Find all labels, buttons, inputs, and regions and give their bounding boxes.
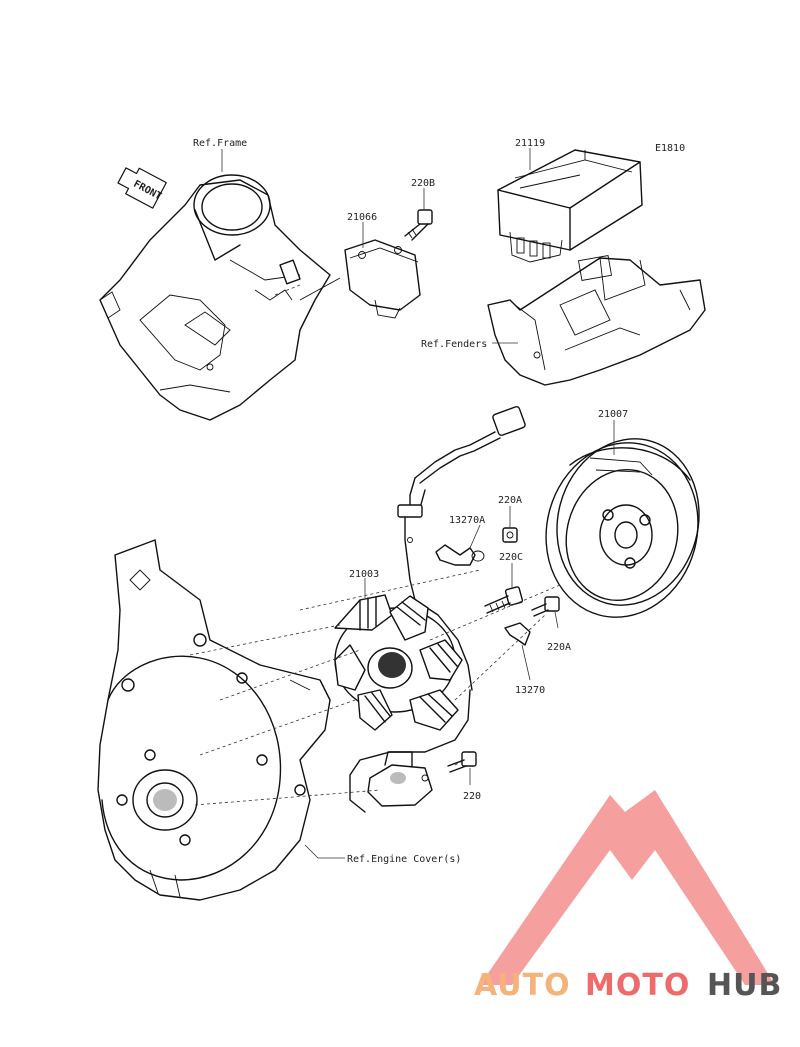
label-21066: 21066 [347, 212, 377, 223]
bolt-220a-right-drawing [531, 596, 560, 617]
label-220a-right: 220A [547, 642, 571, 653]
label-ref-frame: Ref.Frame [193, 138, 247, 149]
label-13270a: 13270A [449, 515, 485, 526]
regulator-21119-drawing [497, 149, 643, 263]
watermark-part2: MOTO [585, 968, 690, 1003]
clamp-13270-drawing [504, 622, 531, 646]
leader-lines [221, 148, 615, 859]
watermark-logo-icon [480, 790, 775, 985]
label-21003: 21003 [349, 569, 379, 580]
label-e1810: E1810 [655, 143, 685, 154]
label-220b: 220B [411, 178, 435, 189]
flywheel-21007-drawing [545, 438, 700, 618]
stator-21003-drawing [334, 594, 463, 731]
bolt-220-drawing [447, 751, 477, 773]
label-13270: 13270 [515, 685, 545, 696]
label-220: 220 [463, 791, 481, 802]
clamp-13270a-drawing [435, 544, 485, 566]
bolt-220b-drawing [404, 209, 433, 241]
label-220a-top: 220A [498, 495, 522, 506]
label-220c: 220C [499, 552, 523, 563]
label-ref-fenders: Ref.Fenders [421, 339, 487, 350]
front-arrow-icon: FRONT [117, 167, 167, 209]
part-labels: Ref.Frame 220B 21066 21119 E1810 Ref.Fen… [193, 138, 685, 865]
label-21007: 21007 [598, 409, 628, 420]
pickup-coil-drawing [367, 751, 433, 807]
frame-drawing [99, 174, 331, 421]
watermark-text: AUTO MOTO HUB [474, 968, 782, 1003]
pickup-wire-drawing [349, 406, 526, 813]
assembly-lines [189, 284, 561, 806]
label-ref-engine-cover: Ref.Engine Cover(s) [347, 854, 461, 865]
fenders-drawing [487, 255, 706, 386]
relay-21066-drawing [299, 239, 421, 319]
engine-cover-drawing [97, 539, 331, 901]
label-21119: 21119 [515, 138, 545, 149]
watermark-part3: HUB [707, 968, 782, 1003]
bolt-220c-drawing [484, 586, 524, 614]
bolt-220a-top-drawing [502, 527, 518, 543]
watermark-part1: AUTO [474, 968, 571, 1003]
